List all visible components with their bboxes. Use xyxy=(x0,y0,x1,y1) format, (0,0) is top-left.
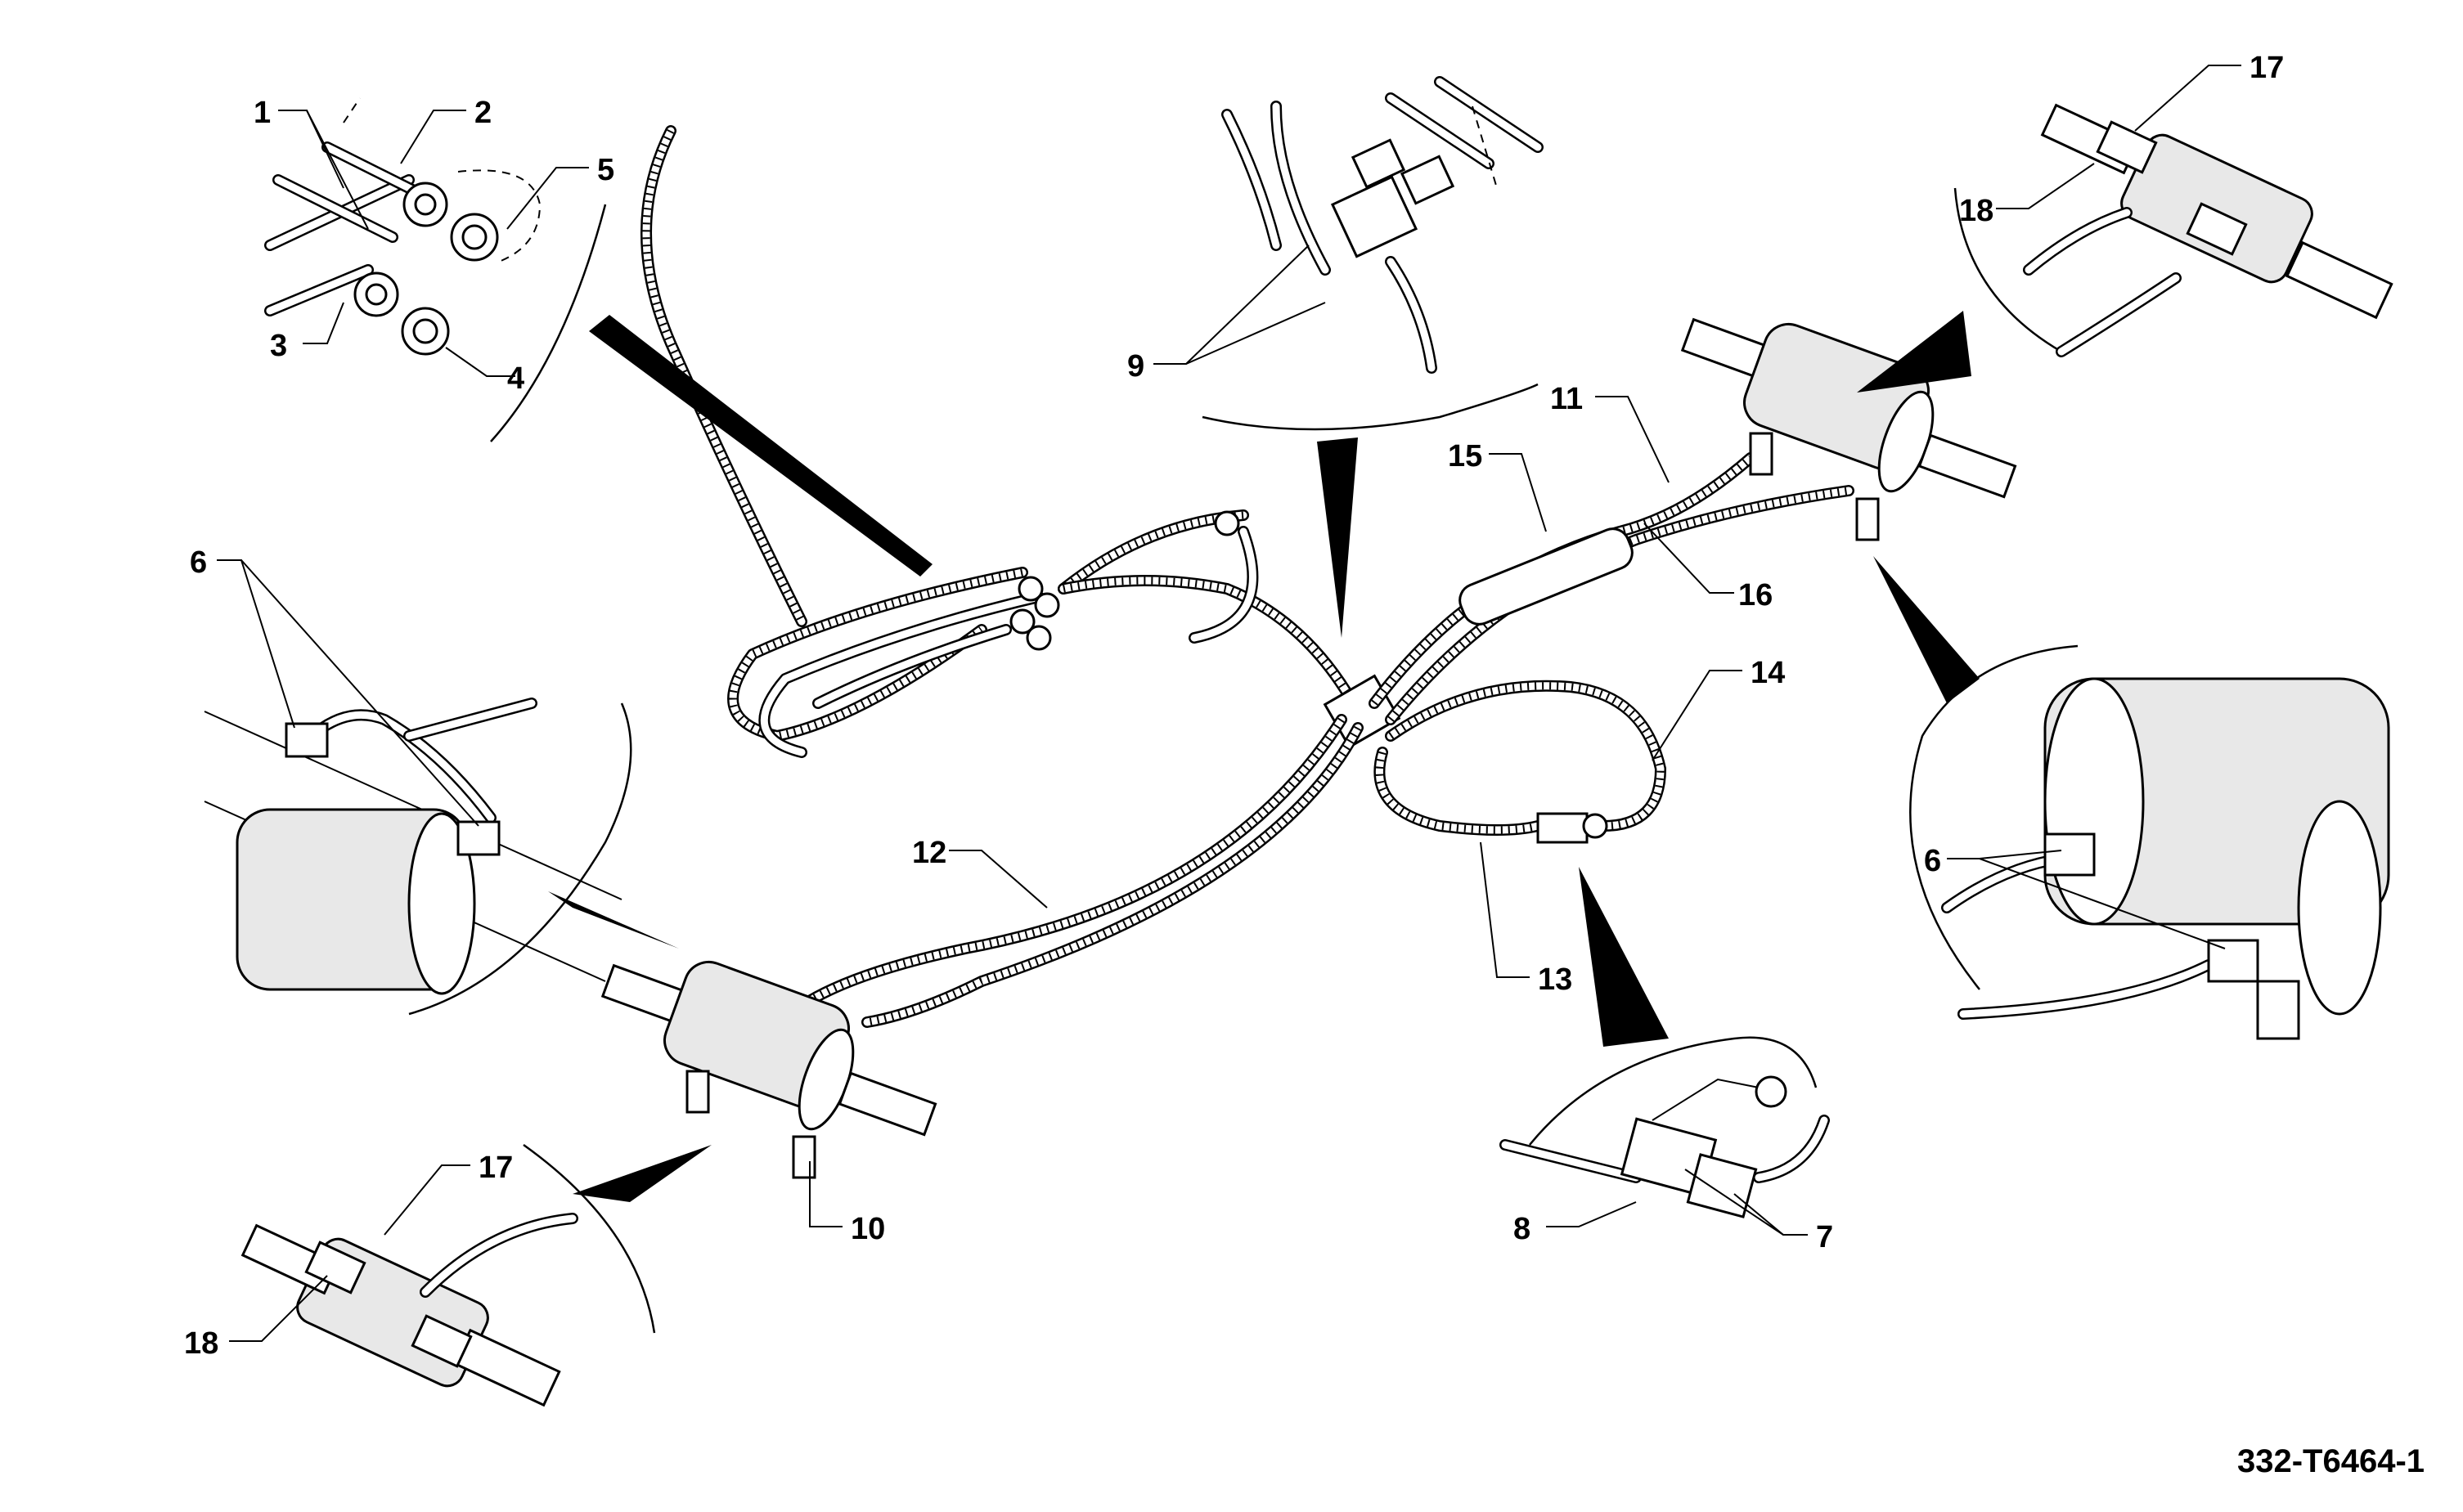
callout-17-top: 17 xyxy=(2250,51,2284,85)
pointer-left-cylinder xyxy=(548,891,679,949)
callout-labels: 1 2 3 4 5 6 6 7 8 9 10 11 12 13 14 15 16… xyxy=(184,51,2284,1361)
pointer-fittings xyxy=(589,315,933,577)
callout-6-right: 6 xyxy=(1924,844,1941,878)
detail-pointers xyxy=(548,311,1980,1202)
pointer-clamps-top xyxy=(1857,311,1971,393)
callout-9: 9 xyxy=(1127,349,1144,384)
callout-7: 7 xyxy=(1816,1220,1833,1254)
callout-16: 16 xyxy=(1738,578,1773,612)
pointer-manifold xyxy=(1317,437,1358,638)
callout-6-left: 6 xyxy=(190,545,207,580)
callout-3: 3 xyxy=(270,329,287,363)
callout-15: 15 xyxy=(1448,439,1482,473)
detail-ball-valve xyxy=(1499,1036,1830,1218)
pointer-right-cylinder xyxy=(1873,556,1980,703)
detail-cylinder-clamps-top xyxy=(1953,103,2393,357)
detail-left-cylinder xyxy=(204,698,632,1016)
callout-8: 8 xyxy=(1513,1212,1530,1246)
pointer-ball-valve xyxy=(1579,867,1669,1047)
callout-4: 4 xyxy=(507,361,524,396)
callout-10: 10 xyxy=(851,1212,885,1246)
leader-lines xyxy=(217,65,2241,1342)
callout-13: 13 xyxy=(1538,962,1572,997)
detail-hose-fittings xyxy=(264,97,607,442)
callout-2: 2 xyxy=(474,96,492,130)
callout-18-bottom: 18 xyxy=(184,1326,218,1361)
callout-14: 14 xyxy=(1751,656,1785,690)
callout-11: 11 xyxy=(1550,382,1583,416)
callout-17-bottom: 17 xyxy=(479,1151,513,1185)
detail-manifold xyxy=(1202,76,1544,431)
callout-12: 12 xyxy=(912,836,946,870)
pointer-clamps-bottom xyxy=(573,1145,712,1202)
callout-18-top: 18 xyxy=(1959,194,1993,228)
callout-5: 5 xyxy=(597,153,614,187)
figure-id: 332-T6464-1 xyxy=(2237,1443,2425,1479)
callout-1: 1 xyxy=(254,96,271,130)
main-assembly xyxy=(600,125,2017,1179)
detail-right-cylinder xyxy=(1909,644,2390,1040)
detail-cylinder-clamps-bottom xyxy=(240,1143,656,1407)
